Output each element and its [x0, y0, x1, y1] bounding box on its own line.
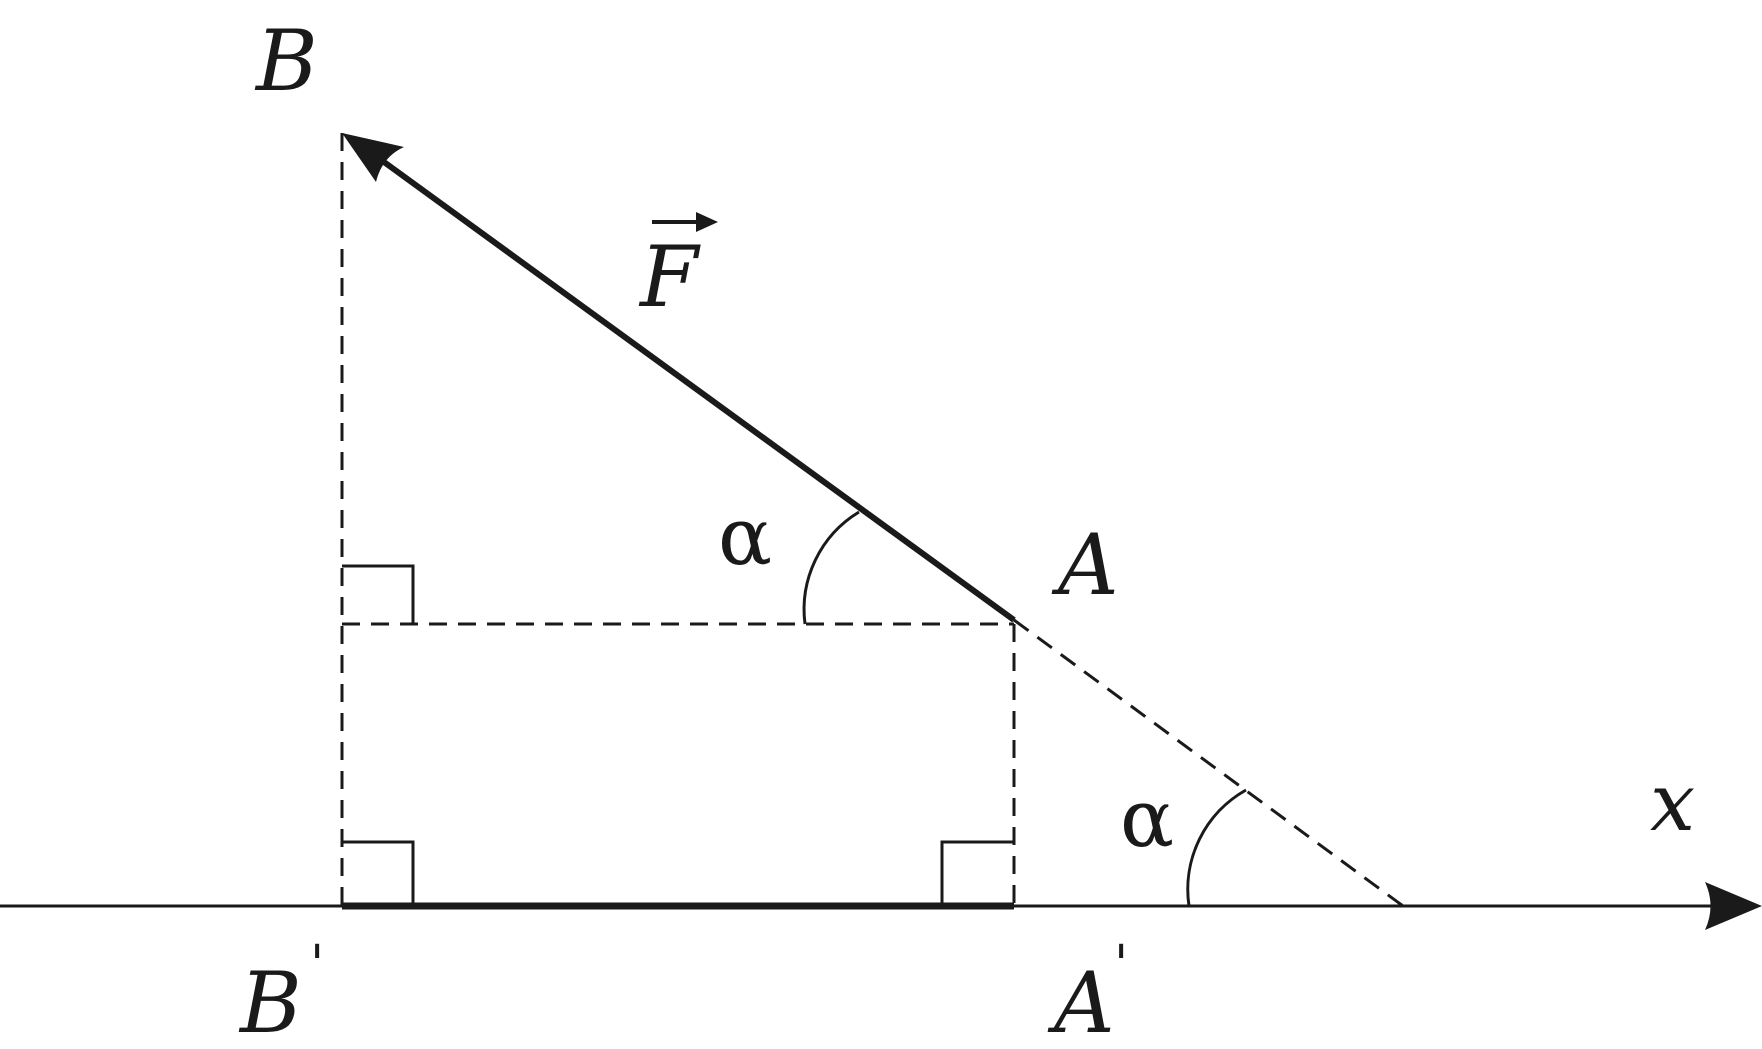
right-angle-marker-upper [342, 564, 415, 624]
x-axis-label: x [1650, 756, 1695, 849]
point-a-prime-mark: ' [1114, 935, 1128, 995]
point-b-prime-label: B [238, 954, 302, 1049]
angle-arc-top [802, 510, 860, 625]
force-vector-line [382, 159, 1016, 623]
vector-arrow-over-f-head [696, 212, 718, 232]
x-axis-arrowhead [1705, 882, 1762, 930]
force-label: F [638, 228, 701, 326]
angle-arc-bottom [1186, 788, 1247, 907]
right-angle-marker-lower-left [342, 840, 415, 906]
right-angle-marker-lower-right [940, 840, 1014, 906]
right-angle-markers [342, 564, 1014, 906]
force-vector-arrowhead [342, 133, 404, 182]
construction-lines [340, 133, 1404, 908]
force-line-extension [1013, 618, 1404, 908]
point-b-prime-mark: ' [310, 935, 324, 995]
angle-alpha-top-label: α [718, 490, 772, 583]
point-a-prime-label: A [1047, 954, 1115, 1049]
point-b-label: B [254, 12, 318, 110]
angle-alpha-bottom-label: α [1120, 772, 1174, 865]
point-a-label: A [1051, 516, 1119, 614]
